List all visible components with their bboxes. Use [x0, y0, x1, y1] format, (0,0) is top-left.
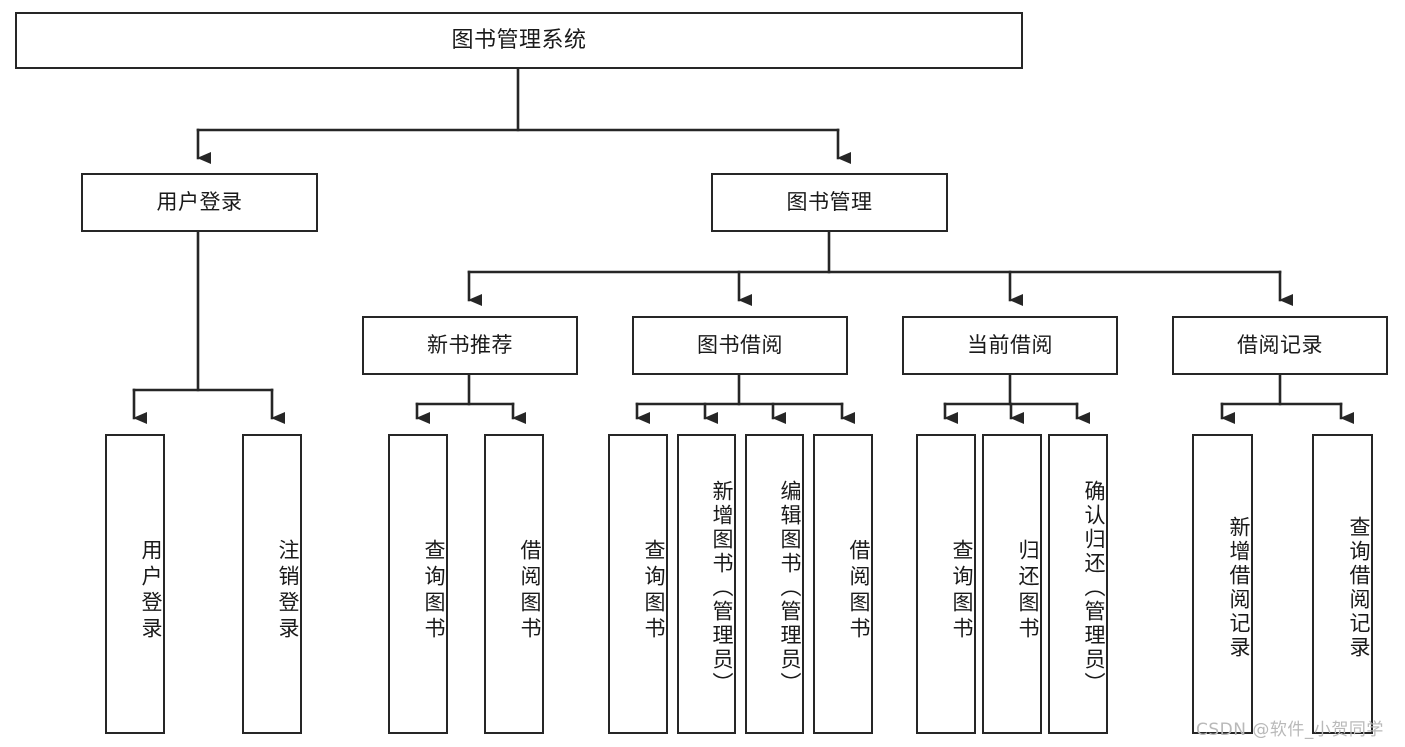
node-borrow-record[interactable]: 借阅记录: [1172, 316, 1388, 375]
watermark-text: CSDN @软件_小贺同学: [1196, 720, 1384, 740]
node-new-book-recommend[interactable]: 新书推荐: [362, 316, 578, 375]
leaf-return-book[interactable]: 归还图书: [982, 434, 1042, 734]
leaf-query-borrow-record[interactable]: 查询借阅记录: [1312, 434, 1373, 734]
node-book-borrow[interactable]: 图书借阅: [632, 316, 848, 375]
node-book-management-system[interactable]: 图书管理系统: [15, 12, 1023, 69]
leaf-borrow-book-recommend[interactable]: 借阅图书: [484, 434, 544, 734]
node-book-management[interactable]: 图书管理: [711, 173, 948, 232]
leaf-edit-book-admin[interactable]: 编辑图书（管理员）: [745, 434, 804, 734]
leaf-add-borrow-record[interactable]: 新增借阅记录: [1192, 434, 1253, 734]
leaf-add-book-admin[interactable]: 新增图书（管理员）: [677, 434, 736, 734]
leaf-confirm-return-admin[interactable]: 确认归还（管理员）: [1048, 434, 1108, 734]
leaf-query-book-borrow[interactable]: 查询图书: [608, 434, 668, 734]
leaf-user-login[interactable]: 用户登录: [105, 434, 165, 734]
leaf-query-book-current[interactable]: 查询图书: [916, 434, 976, 734]
leaf-logout[interactable]: 注销登录: [242, 434, 302, 734]
node-current-borrow[interactable]: 当前借阅: [902, 316, 1118, 375]
leaf-borrow-book[interactable]: 借阅图书: [813, 434, 873, 734]
leaf-query-book-recommend[interactable]: 查询图书: [388, 434, 448, 734]
node-user-login[interactable]: 用户登录: [81, 173, 318, 232]
